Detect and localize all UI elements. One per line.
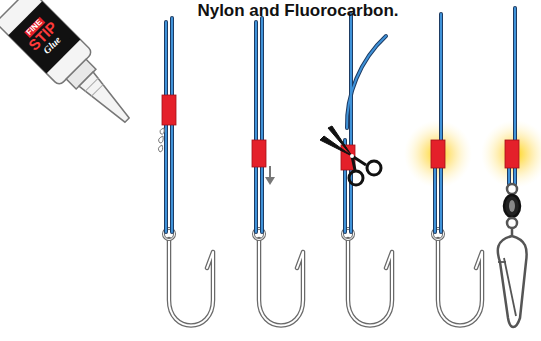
fishing-line: [166, 8, 515, 232]
glue-bottle: [0, 0, 144, 137]
slide-arrow: [265, 166, 275, 185]
hook: [164, 229, 214, 326]
hook: [433, 229, 483, 326]
hook: [254, 229, 304, 326]
snap-swivel: [498, 184, 527, 327]
glue-drops: [158, 128, 164, 152]
hook: [343, 229, 393, 326]
heat-shrink-sleeve: [162, 95, 519, 170]
title: Nylon and Fluorocarbon.: [197, 1, 398, 21]
scissors: [320, 126, 381, 185]
cure-glow: [404, 120, 472, 188]
cure-glow: [481, 120, 541, 188]
